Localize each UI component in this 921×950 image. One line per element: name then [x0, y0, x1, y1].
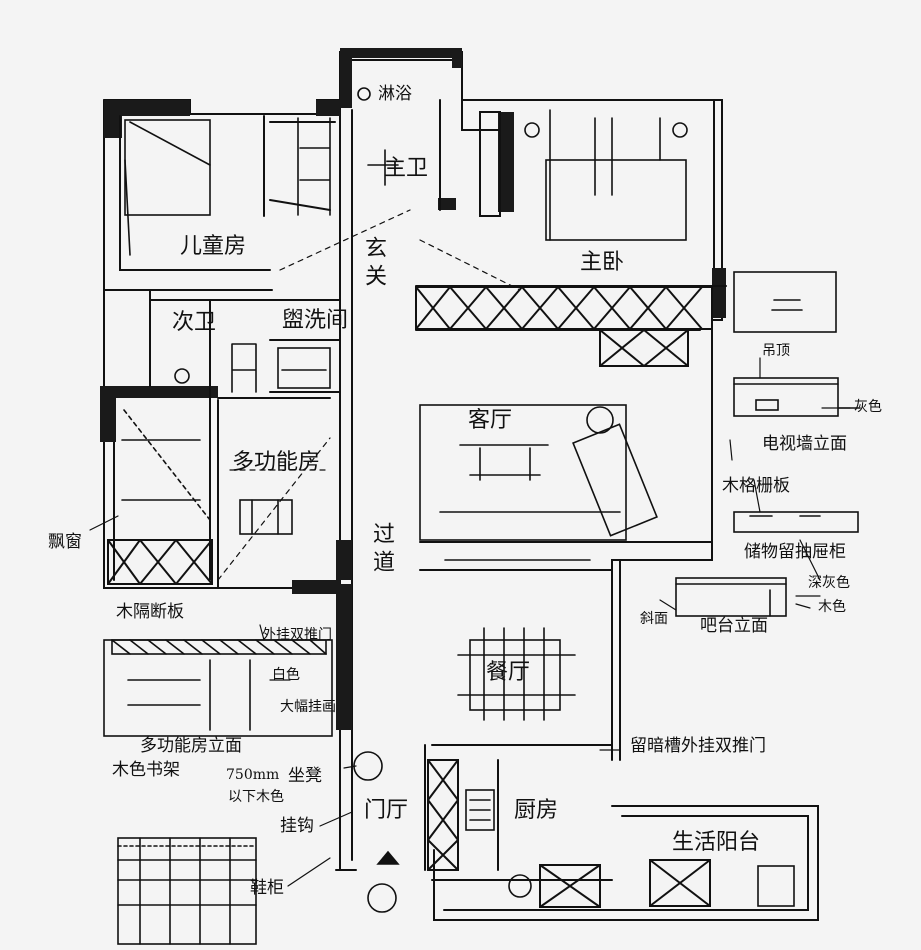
annotation-storage-drawer-cabinet: 储物留抽屉柜	[744, 542, 846, 562]
annotation-under-color: 以下木色	[228, 789, 284, 805]
furniture	[121, 87, 795, 913]
room-label-master-bedroom: 主卧	[580, 250, 625, 275]
interior-walls	[119, 99, 727, 881]
elevation-sketches	[675, 271, 861, 617]
room-label-corridor: 过道	[369, 522, 394, 578]
solid-walls	[100, 48, 726, 730]
room-label-multi-room: 多功能房	[232, 450, 321, 475]
room-label-kitchen: 厨房	[514, 798, 559, 823]
room-label-dining-room: 餐厅	[486, 660, 531, 685]
circulation-lines	[217, 209, 521, 581]
hatched-walls	[107, 111, 713, 908]
annotation-grey: 灰色	[854, 399, 882, 415]
room-label-second-bath: 次卫	[172, 310, 217, 335]
annotation-double-sliding-door: 外挂双推门	[262, 627, 332, 643]
room-label-living-room: 客厅	[468, 408, 513, 433]
annotation-stool: 坐凳	[288, 766, 322, 786]
annotation-wood-color: 木色	[818, 599, 846, 615]
annotation-oblique: 斜面	[640, 611, 668, 627]
annotation-bay-window: 飘窗	[48, 532, 82, 552]
annotation-large-painting: 大幅挂画	[280, 699, 336, 715]
room-label-door-hall: 门厅	[364, 798, 409, 823]
annotation-wood-bookshelf: 木色书架	[112, 760, 180, 780]
annotation-white: 白色	[272, 667, 300, 683]
annotation-multi-room-elevation: 多功能房立面	[140, 736, 242, 756]
leader-lines	[89, 357, 851, 887]
annotation-shower: 淋浴	[378, 84, 412, 104]
annotation-dark-slot-door: 留暗槽外挂双推门	[630, 736, 766, 756]
room-label-master-bath: 主卫	[384, 156, 429, 181]
outer-walls	[103, 51, 819, 921]
room-label-entrance: 玄关	[361, 236, 386, 292]
annotation-ceiling: 吊顶	[762, 343, 790, 359]
room-label-kids-room: 儿童房	[180, 234, 247, 259]
annotation-hooks: 挂钩	[280, 816, 314, 836]
annotation-hollow-board: 木格栅板	[722, 476, 790, 496]
annotation-partition-board: 木隔断板	[116, 602, 184, 622]
room-label-balcony: 生活阳台	[672, 830, 761, 855]
annotation-tv-wall-elevation: 电视墙立面	[762, 434, 847, 454]
annotation-dark-grey: 深灰色	[808, 575, 850, 591]
annotation-size-750: 750mm	[226, 767, 280, 783]
annotation-shoe-cabinet: 鞋柜	[250, 878, 284, 898]
annotation-bar-counter-elevation: 吧台立面	[700, 616, 768, 636]
room-label-washroom: 盥洗间	[282, 308, 349, 333]
left-elevation-sketches	[103, 639, 333, 945]
